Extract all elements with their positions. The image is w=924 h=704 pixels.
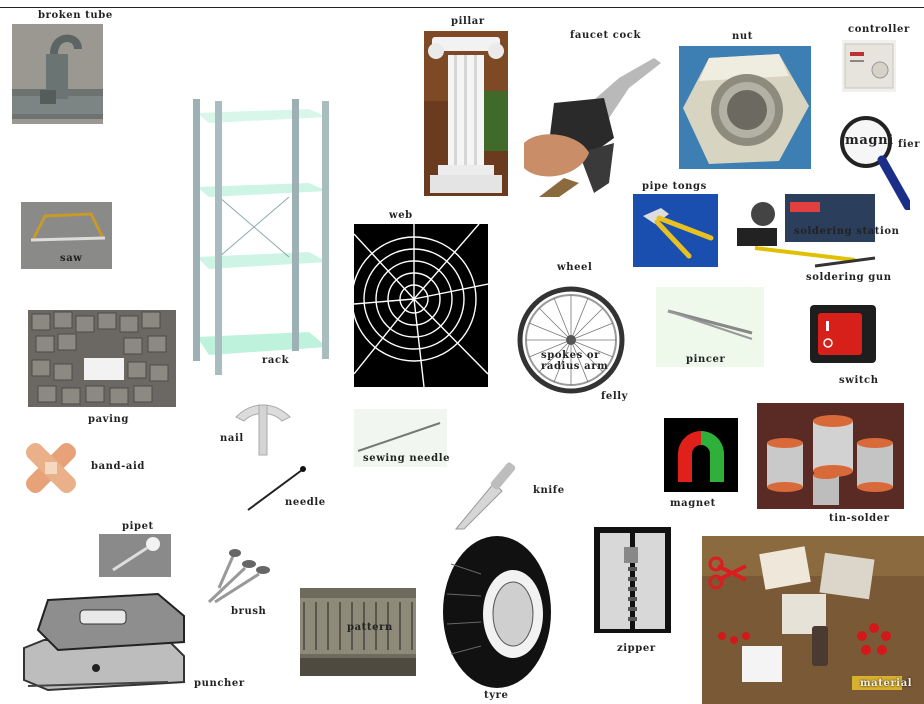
label-felly: felly: [601, 391, 629, 402]
zipper-image: [594, 527, 671, 633]
label-needle: needle: [285, 497, 326, 508]
pillar-image: [424, 31, 508, 196]
label-sewing-needle: sewing needle: [363, 453, 451, 464]
pipe-tongs-image: [633, 194, 718, 267]
label-brush: brush: [231, 606, 267, 617]
label-wheel: wheel: [557, 262, 593, 273]
label-pipe-tongs: pipe tongs: [642, 181, 707, 192]
label-radius-arm: radius arm: [541, 361, 609, 372]
label-band-aid: band-aid: [91, 461, 145, 472]
pipet-image: [99, 534, 171, 577]
label-controller: controller: [848, 24, 910, 35]
pincer-image: [656, 287, 764, 367]
label-switch: switch: [839, 375, 879, 386]
tyre-image: [441, 534, 553, 690]
label-puncher: puncher: [194, 678, 245, 689]
label-web: web: [389, 210, 413, 221]
label-saw: saw: [60, 253, 83, 264]
label-pipet: pipet: [122, 521, 154, 532]
label-pillar: pillar: [451, 16, 485, 27]
magnifier-image: [838, 114, 910, 210]
web-image: [354, 224, 488, 387]
puncher-image: [18, 590, 190, 704]
pattern-image: [300, 588, 416, 676]
label-soldering-gun: soldering gun: [806, 272, 892, 283]
label-soldering-station: soldering station: [794, 226, 900, 237]
switch-image: [804, 297, 882, 367]
rack-image: [189, 97, 334, 375]
label-pattern: pattern: [347, 622, 393, 633]
label-magnet: magnet: [670, 498, 716, 509]
paving-image: [28, 310, 176, 407]
wheel-image: [516, 285, 626, 395]
label-nail: nail: [220, 433, 244, 444]
label-faucet-cock: faucet cock: [570, 30, 641, 41]
nut-image: [679, 46, 811, 169]
label-paving: paving: [88, 414, 129, 425]
needle-image: [246, 464, 308, 514]
nail-image: [232, 397, 294, 457]
broken-tube-image: [12, 24, 103, 124]
label-material: material: [860, 678, 913, 689]
faucet-cock-image: [519, 43, 663, 197]
label-pincer: pincer: [686, 354, 726, 365]
label-tyre: tyre: [484, 690, 509, 701]
sewing-needle-image: [354, 409, 447, 467]
label-tin-solder: tin-solder: [829, 513, 890, 524]
band-aid-image: [22, 441, 80, 496]
knife-image: [454, 455, 524, 531]
label-spokes: spokes or: [541, 350, 601, 361]
tin-solder-image: [757, 403, 904, 509]
top-divider-line: [0, 7, 924, 8]
controller-image: [842, 40, 896, 92]
label-knife: knife: [533, 485, 565, 496]
label-rack: rack: [262, 355, 290, 366]
magnet-image: [664, 418, 738, 492]
material-image: [702, 536, 924, 704]
saw-image: [21, 202, 112, 269]
label-magni: magni: [845, 133, 894, 148]
label-zipper: zipper: [617, 643, 656, 654]
brush-image: [205, 548, 271, 604]
label-broken-tube: broken tube: [38, 10, 113, 21]
label-fier: fier: [898, 139, 921, 150]
label-nut: nut: [732, 31, 753, 42]
soldering-station-image: [735, 188, 883, 270]
